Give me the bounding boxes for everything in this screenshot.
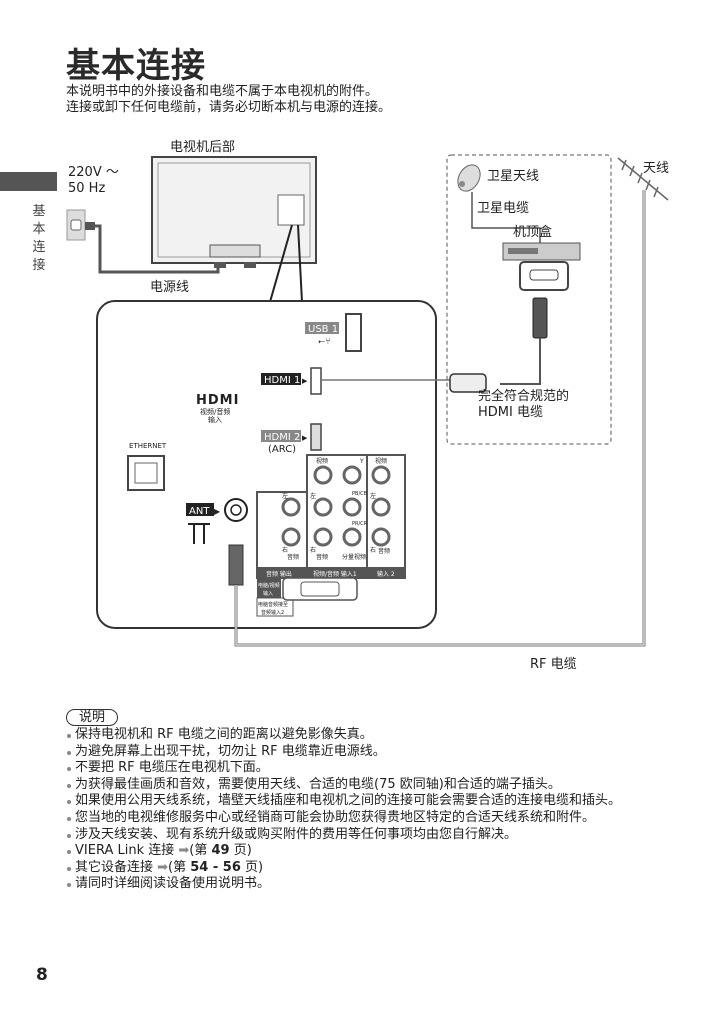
antenna-symbol-icon	[188, 523, 210, 544]
notes-section: 说明 保持电视机和 RF 电缆之间的距离以避免影像失真。 为避免屏幕上出现干扰，…	[66, 709, 696, 893]
usb-icon: ⭠⑂	[318, 337, 331, 347]
section-tab-label: 基本连接	[32, 204, 46, 273]
hdmi-plug	[532, 297, 548, 339]
svg-text:音频: 音频	[287, 553, 299, 561]
usb-label: USB 1	[308, 324, 338, 335]
ethernet-port[interactable]	[127, 455, 165, 491]
ethernet-label: ETHERNET	[129, 442, 167, 450]
svg-text:右: 右	[282, 546, 288, 554]
note-item: 涉及天线安装、现有系统升级或购买附件的费用等任何事项均由您自行解决。	[66, 827, 696, 844]
svg-text:▶: ▶	[302, 434, 308, 442]
rca-jacks	[281, 465, 391, 547]
svg-text:PR/CR: PR/CR	[352, 521, 368, 527]
svg-text:输入 2: 输入 2	[377, 570, 395, 578]
hdmi-cable-label-2: HDMI 电缆	[478, 404, 543, 420]
page-title: 基本连接	[66, 46, 206, 86]
hdmi2-label: HDMI 2	[264, 432, 300, 443]
arrow-right-icon: ➡	[157, 859, 169, 875]
svg-text:右: 右	[370, 546, 376, 554]
power-cord-line	[95, 224, 220, 274]
hdmi2-port[interactable]	[310, 423, 322, 451]
note-item: 不要把 RF 电缆压在电视机下面。	[66, 760, 696, 777]
av-in1-label: 视频/音频 输入1	[313, 570, 357, 578]
svg-text:左: 左	[282, 492, 288, 500]
svg-text:▶: ▶	[214, 507, 221, 516]
antenna-label: 天线	[643, 161, 669, 176]
power-cord-label: 电源线	[150, 280, 189, 295]
svg-text:视频: 视频	[316, 457, 328, 465]
note-item: 保持电视机和 RF 电缆之间的距离以避免影像失真。	[66, 727, 696, 744]
svg-text:音频输入2: 音频输入2	[261, 609, 284, 616]
ant-label: ANT	[189, 506, 210, 517]
hdmi-logo: HDMI	[196, 393, 239, 408]
arc-label: (ARC)	[268, 444, 296, 455]
power-voltage: 220V ～	[68, 165, 119, 180]
audio-out-label: 音频 输出	[266, 570, 292, 578]
connection-diagram: 电视机后部 220V ～ 50 Hz 电源线 USB 1 ⭠⑂ HDMI 1 ▶…	[66, 140, 669, 672]
svg-text:音频: 音频	[378, 547, 390, 555]
rf-cable-label: RF 电缆	[530, 656, 577, 672]
svg-text:左: 左	[310, 492, 316, 500]
usb-port[interactable]	[345, 313, 362, 352]
section-tab	[0, 172, 57, 191]
hdmi1-port[interactable]	[310, 367, 322, 395]
wall-socket-icon	[66, 209, 95, 241]
hdmi-in-label: 输入	[208, 415, 222, 424]
note-item: 请同时详细阅读设备使用说明书。	[66, 876, 696, 893]
satellite-group	[446, 154, 612, 445]
page-ref[interactable]: 49	[211, 843, 230, 859]
page-ref[interactable]: 54 - 56	[190, 859, 241, 875]
tv-rear-icon	[151, 156, 317, 268]
hdmi1-label: HDMI 1	[264, 375, 300, 386]
svg-text:输入: 输入	[263, 590, 273, 597]
note-item: 如果使用公用天线系统，墙壁天线插座和电视机之间的连接可能会需要合适的连接电缆和插…	[66, 793, 687, 810]
svg-text:分量视频: 分量视频	[342, 553, 366, 561]
hdmi-av-in-label: 视频/音频	[200, 407, 230, 416]
tv-rear-label: 电视机后部	[170, 140, 235, 155]
satellite-cable-label: 卫星电缆	[477, 200, 529, 216]
svg-text:右: 右	[310, 546, 316, 554]
pc-audio-label: 电脑音频接至	[258, 601, 288, 608]
satellite-dish-icon	[457, 164, 481, 192]
set-top-box-label: 机顶盒	[513, 224, 552, 240]
arrow-right-icon: ➡	[178, 843, 190, 859]
page-number: 8	[36, 965, 48, 985]
note-link-other[interactable]: 其它设备连接 ➡(第 54 - 56 页)	[66, 860, 696, 877]
svg-text:Y: Y	[359, 458, 364, 465]
svg-text:视频: 视频	[375, 457, 387, 465]
power-frequency: 50 Hz	[68, 181, 105, 196]
set-top-box-icon	[502, 242, 581, 261]
av-in2-label: 视频/音频	[372, 558, 398, 566]
svg-text:左: 左	[370, 492, 376, 500]
svg-text:PB/CB: PB/CB	[352, 491, 368, 497]
antenna-icon	[617, 157, 669, 201]
usb-label-bg	[305, 322, 339, 334]
rf-plug	[228, 544, 244, 586]
note-item: 为获得最佳画质和音效，需要使用天线、合适的电缆(75 欧同轴)和合适的端子插头。	[66, 777, 696, 794]
svg-text:音频: 音频	[316, 553, 328, 561]
hdmi-cable-label-1: 完全符合规范的	[478, 388, 569, 404]
intro-line-1: 本说明书中的外接设备和电缆不属于本电视机的附件。	[66, 84, 379, 99]
satellite-antenna-label: 卫星天线	[487, 169, 539, 184]
arrow-icon: ▶	[302, 377, 308, 385]
notes-heading: 说明	[66, 709, 119, 726]
note-item: 您当地的电视维修服务中心或经销商可能会协助您获得贵地区特定的合适天线系统和附件。	[66, 810, 696, 827]
pc-in-label: 电脑/视频	[258, 582, 280, 589]
note-item: 为避免屏幕上出现干扰，切勿让 RF 电缆靠近电源线。	[66, 744, 696, 761]
antenna-port[interactable]	[224, 498, 248, 522]
intro-line-2: 连接或卸下任何电缆前，请务必切断本机与电源的连接。	[66, 100, 392, 115]
note-link-viera[interactable]: VIERA Link 连接 ➡(第 49 页)	[66, 843, 696, 860]
